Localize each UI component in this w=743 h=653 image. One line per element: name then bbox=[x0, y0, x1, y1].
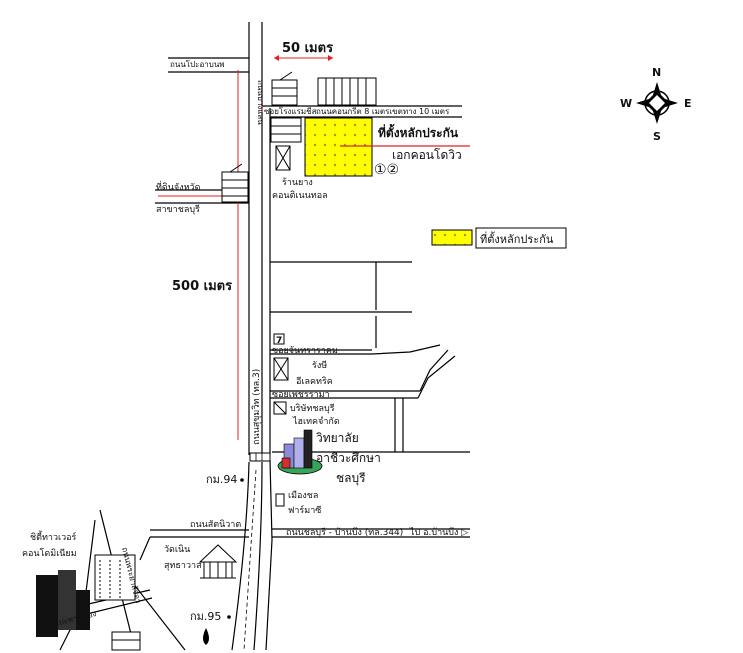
road-soi-jantaram: ซอยจันทราราคม bbox=[272, 346, 338, 356]
seven-eleven-icon bbox=[273, 333, 285, 345]
company-label-1: บริษัทชลบุรี bbox=[290, 403, 335, 414]
compass-rose bbox=[636, 82, 678, 124]
land-office-label-2: สาขาชลบุรี bbox=[156, 204, 200, 215]
tyre-shop-label-2: คอนติเนนทอล bbox=[272, 190, 328, 201]
road-main-vertical: ถนนสุขุมวิท (ทล.3) bbox=[251, 369, 262, 445]
seven-eleven-label: 7 bbox=[276, 336, 282, 346]
compass-w: W bbox=[620, 97, 632, 110]
gas-station-icon bbox=[203, 628, 209, 645]
scale-50m bbox=[274, 55, 333, 61]
legend-swatch bbox=[431, 229, 473, 246]
electric-shop bbox=[273, 357, 289, 381]
road-soi-top-desc: ถนนคอนกรีต 8 เมตรเขตทาง 10 เมตร bbox=[316, 107, 450, 116]
km95-marker bbox=[227, 615, 231, 619]
compass-s: S bbox=[653, 130, 661, 143]
km94-marker bbox=[240, 478, 244, 482]
sukhumvit-centerline bbox=[243, 469, 257, 651]
collateral-site bbox=[304, 117, 373, 177]
bottom-building bbox=[111, 631, 141, 651]
legend-label: ที่ตั้งหลักประกัน bbox=[480, 231, 554, 246]
tyre-shop bbox=[275, 145, 291, 171]
company-label-2: ไฮเทคจำกัด bbox=[292, 416, 340, 427]
pharmacy-label-1: เมืองชล bbox=[288, 490, 318, 501]
road-soi-top: ซอยโรงแรมชีส bbox=[264, 106, 317, 116]
college-label-3: ชลบุรี bbox=[336, 471, 366, 486]
tyre-shop-label-1: ร้านยาง bbox=[282, 177, 313, 188]
tower-label-1: ชิตี้ทาวเวอร์ bbox=[30, 530, 77, 543]
compass-n: N bbox=[652, 66, 661, 79]
tower-label-2: คอนโดมิเนียม bbox=[22, 548, 77, 559]
electric-shop-label-1: รังษี bbox=[312, 360, 327, 371]
km94-label: กม.94 bbox=[206, 473, 237, 486]
scale-50m-label: 50 เมตร bbox=[282, 41, 333, 56]
pharmacy-icon bbox=[275, 493, 285, 507]
college-label-1: วิทยาลัย bbox=[316, 431, 359, 445]
road-top-left: ถนนโปะอาบนพ bbox=[170, 59, 225, 69]
road-sattaniwat: ถนนสัตนิวาต bbox=[190, 519, 241, 530]
site-name: เอกคอนโดวิว bbox=[392, 148, 462, 162]
small-building-top bbox=[271, 71, 298, 106]
red-guide bbox=[158, 70, 263, 440]
temple-label-2: สุทธาวาส bbox=[164, 561, 202, 571]
temple-icon bbox=[198, 544, 238, 579]
land-office-label-1: ที่ดินจังหวัด bbox=[156, 180, 201, 193]
site-title: ที่ตั้งหลักประกัน bbox=[378, 123, 459, 140]
road-soi-phetchrama: ซอยเพชรรามา bbox=[272, 390, 330, 400]
parking-block-top bbox=[317, 77, 377, 106]
electric-shop-label-2: อีเลคทริค bbox=[296, 376, 333, 387]
unit-numbers: ①② bbox=[374, 162, 399, 178]
sukhumvit-road bbox=[231, 22, 273, 651]
college-building-icon bbox=[277, 429, 323, 475]
road-to-banbueng: ไป อ.บ้านบึง ▷ bbox=[409, 527, 468, 538]
compass-e: E bbox=[684, 97, 692, 110]
road-chonburi-banbueng: ถนนชลบุรี - บ้านบึง (ทล.344) bbox=[286, 527, 403, 538]
temple-label-1: วัดเนิน bbox=[164, 544, 190, 555]
pharmacy-label-2: ฟาร์มาซี bbox=[288, 504, 321, 516]
condo-tower-icon bbox=[36, 554, 136, 637]
land-office-building bbox=[221, 163, 249, 203]
college-label-2: อาชีวะศึกษา bbox=[316, 451, 381, 465]
road-vertical-upper: ถนนบางแสน bbox=[256, 80, 265, 125]
km95-label: กม.95 bbox=[190, 610, 221, 623]
legend: ที่ตั้งหลักประกัน bbox=[431, 227, 567, 249]
sukhumvit-marker-box bbox=[249, 452, 271, 462]
left-stripe-building bbox=[270, 117, 302, 143]
scale-500m-label: 500 เมตร bbox=[172, 279, 232, 294]
